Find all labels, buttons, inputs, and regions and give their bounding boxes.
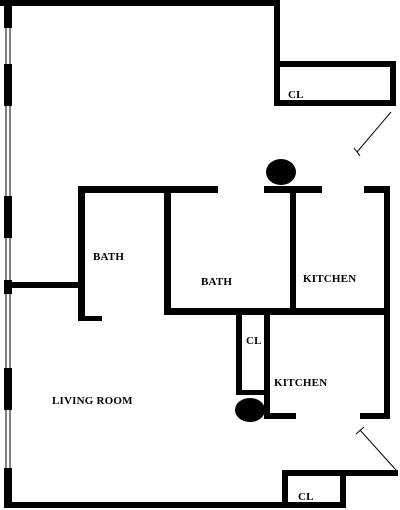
kitchen-1-top-right-wall [364,186,390,193]
kitchen-2-bottom-right-wall [360,413,390,419]
kitchen-1-label: KITCHEN [303,273,356,285]
closet-top-right-wall [390,61,396,106]
bath-divider-wall [164,186,171,314]
door-stop-bottom [355,426,365,435]
bottom-exterior-wall [4,502,346,508]
bath-2-walls [164,186,390,315]
closet-bottom-left-wall [282,470,288,508]
closet-bottom-label: CL [298,491,314,503]
closet-middle-bottom-wall [236,390,270,395]
wall-segment-left-6 [4,468,12,508]
bath-1-label: BATH [93,251,124,263]
closet-bottom-right-wall [340,470,346,508]
bath-2-bottom-wall [164,308,390,315]
closet-top-label: CL [288,89,304,101]
kitchen-2-label: KITCHEN [274,377,327,389]
column-fixture-top [266,159,296,185]
wall-segment-left-5 [4,368,12,410]
living-room-partition-wall [4,282,84,288]
closet-bottom: CL [4,470,398,508]
entry-door-bottom [355,426,397,471]
closet-top-upper-wall [274,61,396,67]
bath-1-walls [78,186,218,321]
column-fixture-bottom [235,398,265,422]
entry-door-top [353,111,392,157]
left-exterior-wall [0,0,12,508]
kitchen-1-right-wall [384,186,390,314]
bath-1-left-wall [78,186,85,321]
door-stop-top [353,147,361,157]
bath-1-top-wall [78,186,218,193]
kitchen-2-right-wall [384,312,390,419]
wall-segment-left-1 [4,6,12,28]
kitchen-2-walls [264,312,390,419]
top-right-vertical-wall [274,0,280,106]
bath-2-label: BATH [201,276,232,288]
closet-middle-label: CL [246,335,262,347]
closet-middle-left-wall [236,308,242,394]
door-leaf-top [356,111,392,153]
closet-top-lower-wall [274,100,396,106]
bath-1-bottom-stub [78,316,102,321]
kitchen-2-left-wall [264,312,270,418]
kitchen-2-bottom-left-wall [264,413,296,419]
top-exterior-wall [4,0,280,6]
living-room-label: LIVING ROOM [52,395,133,407]
door-leaf-bottom [359,429,397,471]
wall-segment-left-3 [4,196,12,238]
kitchen-1-left-wall [290,186,296,314]
wall-segment-left-2 [4,64,12,106]
closet-top: CL [274,61,396,106]
